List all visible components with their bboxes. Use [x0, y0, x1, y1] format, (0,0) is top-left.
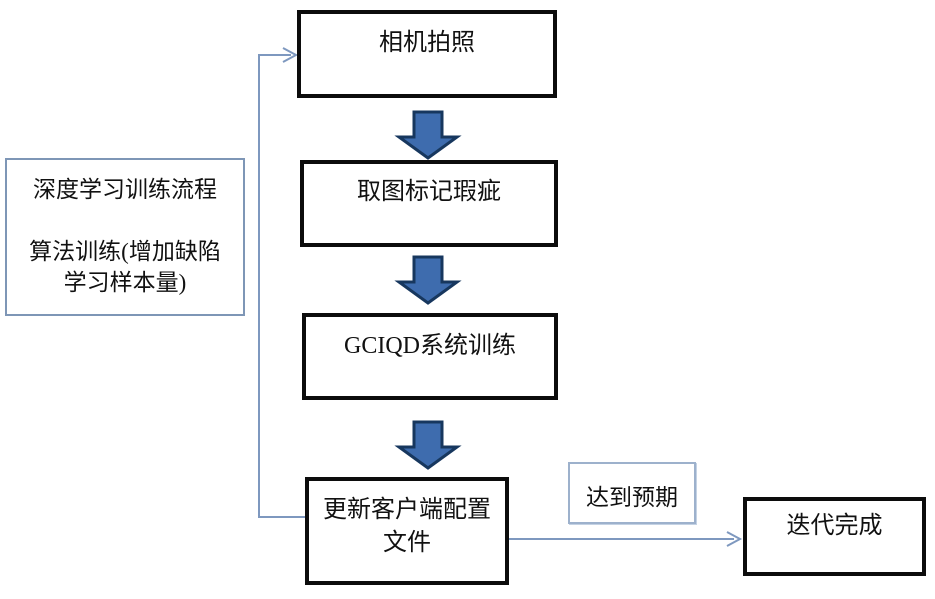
side-note-line-2: 算法训练(增加缺陷	[29, 239, 221, 264]
node-label-line-2: 文件	[383, 530, 431, 556]
node-label: 相机拍照	[379, 30, 475, 56]
down-block-arrow-icon-2	[394, 255, 462, 305]
side-note-line-3: 学习样本量)	[63, 270, 187, 295]
node-update-client-config: 更新客户端配置 文件	[305, 477, 509, 585]
side-note-line-1: 深度学习训练流程	[33, 177, 217, 202]
node-label: GCIQD系统训练	[344, 333, 516, 359]
down-block-arrow-icon-1	[394, 110, 462, 160]
side-note-box: 深度学习训练流程 算法训练(增加缺陷 学习样本量)	[5, 158, 245, 316]
done-arrowhead-icon	[726, 531, 743, 547]
node-label: 取图标记瑕疵	[357, 179, 501, 205]
node-iteration-complete: 迭代完成	[743, 497, 926, 576]
node-mark-defects: 取图标记瑕疵	[300, 160, 558, 247]
node-label: 迭代完成	[786, 513, 883, 539]
feedback-arrowhead-icon	[282, 47, 299, 63]
edge-label-expectation-met: 达到预期	[568, 462, 696, 524]
edge-label-text: 达到预期	[586, 485, 678, 510]
block-arrow-group	[394, 110, 462, 470]
node-camera-photo: 相机拍照	[297, 10, 557, 98]
node-system-training: GCIQD系统训练	[302, 313, 558, 400]
feedback-connector-line	[258, 54, 305, 518]
down-block-arrow-icon-3	[394, 420, 462, 470]
node-label-line-1: 更新客户端配置	[323, 497, 491, 523]
node-label: 更新客户端配置 文件	[309, 494, 505, 560]
connector-group	[258, 47, 743, 547]
